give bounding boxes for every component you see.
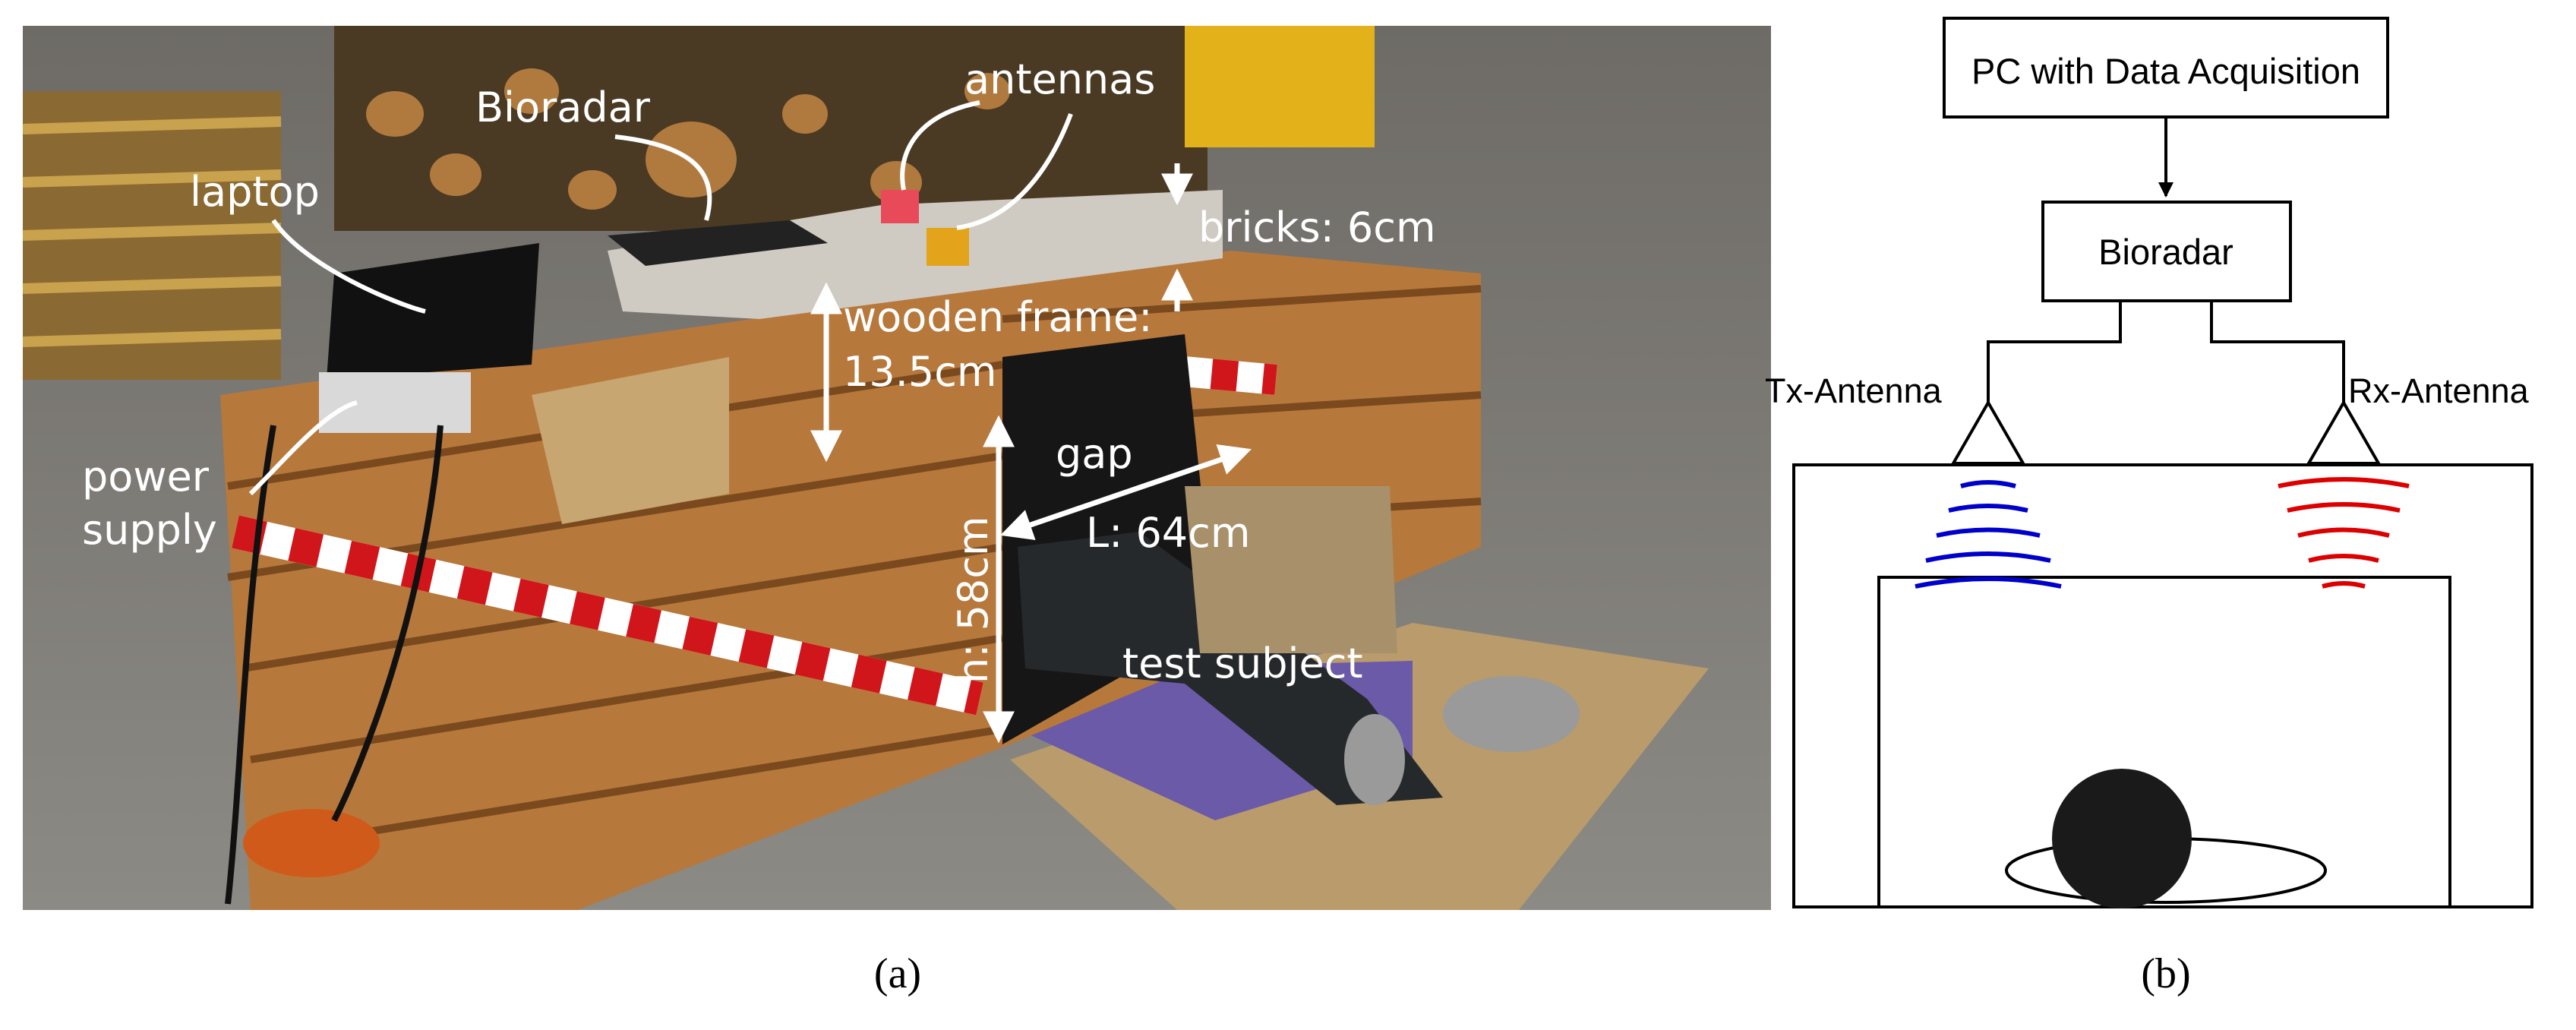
photo-annotations bbox=[248, 100, 1073, 496]
antennas-leader-2 bbox=[956, 112, 1073, 230]
wood-stack-lines bbox=[22, 116, 282, 347]
label-laptop: laptop bbox=[190, 168, 320, 216]
label-bricks: bricks: 6cm bbox=[1198, 204, 1436, 251]
label-power-2: supply bbox=[82, 506, 217, 554]
tx-antenna-label: Tx-Antenna bbox=[1765, 371, 1943, 410]
bioradar-box bbox=[2041, 201, 2292, 302]
label-gap: gap bbox=[1056, 430, 1133, 478]
rx-waves bbox=[2278, 477, 2410, 589]
tx-cable bbox=[1987, 301, 2122, 403]
photo-panel: Bioradar antennas laptop bricks: 6cm woo… bbox=[22, 26, 1771, 910]
cables bbox=[225, 425, 444, 905]
label-antennas: antennas bbox=[964, 55, 1155, 103]
bricks bbox=[608, 190, 1223, 319]
rx-antenna-symbol bbox=[2306, 399, 2382, 465]
bioradar-device bbox=[608, 220, 828, 266]
rx-cable bbox=[2210, 301, 2345, 403]
antenna-yellow bbox=[927, 228, 969, 266]
label-test-subject: test subject bbox=[1122, 640, 1363, 687]
laptop-leader bbox=[271, 219, 426, 314]
length-arrow bbox=[1000, 444, 1252, 540]
test-subject-shoe-1 bbox=[1443, 676, 1580, 752]
yellow-machine bbox=[1185, 26, 1375, 147]
laptop bbox=[327, 243, 539, 380]
pc-label: PC with Data Acquisition bbox=[1971, 51, 2360, 91]
bioradar-label: Bioradar bbox=[2098, 232, 2233, 272]
label-length: L: 64cm bbox=[1086, 509, 1250, 557]
antennas-leader-1 bbox=[900, 100, 980, 191]
label-power-1: power bbox=[82, 453, 210, 501]
caption-a: (a) bbox=[874, 950, 921, 997]
test-subject-shoe-2 bbox=[1344, 714, 1405, 805]
label-bioradar: Bioradar bbox=[475, 84, 651, 131]
tx-antenna-symbol bbox=[1950, 399, 2026, 465]
power-supply-device bbox=[319, 372, 471, 433]
subject-head bbox=[2052, 769, 2192, 908]
inner-gap bbox=[1877, 576, 2451, 908]
measure-arrows bbox=[810, 163, 1252, 744]
schematic-panel bbox=[1792, 17, 2533, 908]
label-wooden-frame-2: 13.5cm bbox=[843, 348, 997, 396]
warning-tape-left-stripes bbox=[232, 515, 983, 716]
power-leader bbox=[248, 400, 358, 496]
bioradar-leader bbox=[614, 134, 712, 221]
log-pile bbox=[334, 26, 1208, 231]
tx-waves bbox=[1915, 480, 2062, 589]
caption-b: (b) bbox=[2141, 950, 2190, 997]
label-height: h: 58cm bbox=[949, 516, 997, 684]
test-subject-legs bbox=[1018, 532, 1443, 805]
label-wooden-frame-1: wooden frame: bbox=[843, 293, 1152, 341]
rx-antenna-label: Rx-Antenna bbox=[2348, 371, 2530, 410]
extension-cord bbox=[243, 809, 380, 877]
antenna-red bbox=[881, 190, 919, 223]
cardboard-box bbox=[532, 357, 729, 524]
